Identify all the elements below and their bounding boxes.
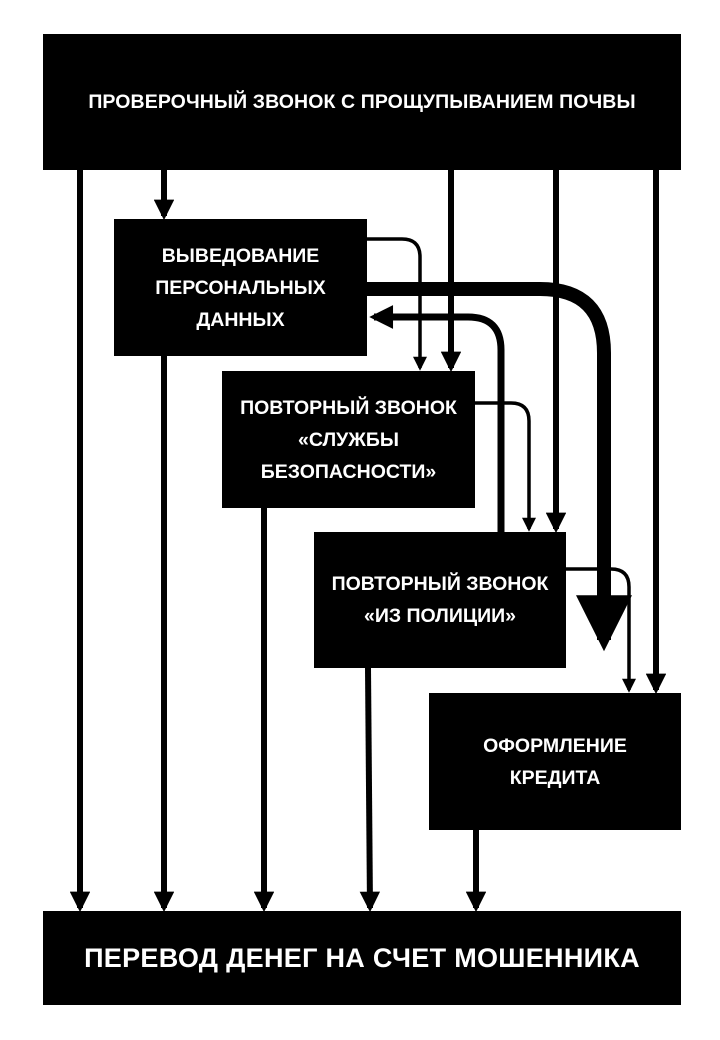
node-probe-call-label: ПРОВЕРОЧНЫЙ ЗВОНОК С ПРОЩУПЫВАНИЕМ ПОЧВЫ xyxy=(88,90,636,113)
node-security-call-label: ПОВТОРНЫЙ ЗВОНОК «СЛУЖБЫ БЕЗОПАСНОСТИ» xyxy=(240,396,457,483)
node-transfer: ПЕРЕВОД ДЕНЕГ НА СЧЕТ МОШЕННИКА xyxy=(43,911,681,1005)
arrow-police-call-to-personal-data xyxy=(369,305,505,532)
node-loan-label: ОФОРМЛЕНИЕ КРЕДИТА xyxy=(483,734,627,789)
arrow-personal-data-to-loan xyxy=(367,282,632,652)
arrow-personal-data-to-security-call xyxy=(367,237,427,371)
node-security-call: ПОВТОРНЫЙ ЗВОНОК «СЛУЖБЫ БЕЗОПАСНОСТИ» xyxy=(222,371,475,508)
node-personal-data: ВЫВЕДОВАНИЕ ПЕРСОНАЛЬНЫХ ДАННЫХ xyxy=(114,219,367,356)
node-police-call-label: ПОВТОРНЫЙ ЗВОНОК «ИЗ ПОЛИЦИИ» xyxy=(331,573,549,627)
node-transfer-label: ПЕРЕВОД ДЕНЕГ НА СЧЕТ МОШЕННИКА xyxy=(84,942,640,973)
arrow-police-call-to-loan xyxy=(566,567,636,693)
arrow-security-call-to-police-call xyxy=(475,401,536,532)
node-probe-call: ПРОВЕРОЧНЫЙ ЗВОНОК С ПРОЩУПЫВАНИЕМ ПОЧВЫ xyxy=(43,34,681,170)
node-personal-data-label: ВЫВЕДОВАНИЕ ПЕРСОНАЛЬНЫХ ДАННЫХ xyxy=(155,244,326,331)
node-loan: ОФОРМЛЕНИЕ КРЕДИТА xyxy=(429,693,681,830)
node-police-call: ПОВТОРНЫЙ ЗВОНОК «ИЗ ПОЛИЦИИ» xyxy=(314,532,566,668)
arrow-police-call-to-transfer xyxy=(359,667,381,913)
